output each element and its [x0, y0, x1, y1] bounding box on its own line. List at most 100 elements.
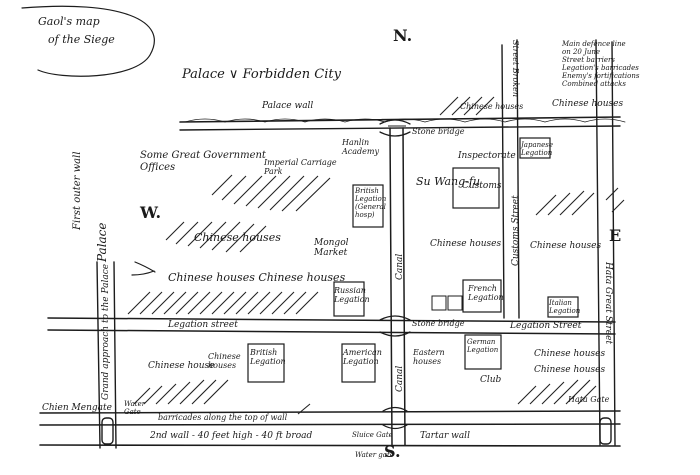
label-japanese-legation-top: Japanese Legation [521, 141, 554, 158]
grand-approach-line-1 [96, 261, 101, 449]
russian-legation-box [333, 281, 365, 317]
compass-south: S. [384, 442, 401, 461]
label-second-wall-note: 2nd wall - 40 feet high - 40 ft broad [150, 431, 313, 441]
hatch-east-mid [535, 190, 595, 216]
title-bubble [21, 5, 155, 77]
label-mongol-market: Mongol Market [314, 238, 349, 259]
label-american-legation: American Legation [343, 348, 382, 367]
stone-bridge-mid-shape [379, 315, 411, 337]
label-hanlin-academy: Hanlin Academy [342, 138, 379, 157]
italian-legation-box [547, 296, 579, 318]
east-street-line-1 [595, 39, 601, 446]
british-legation-box [352, 184, 384, 228]
east-street-line-2 [611, 41, 616, 446]
label-water-gate: Water Gate [124, 400, 146, 417]
hatch-row-legation [127, 291, 319, 315]
tartar-wall-line-3 [39, 444, 621, 447]
label-british-legation-2: British Legation [250, 348, 286, 367]
palace-wall-ticks [184, 118, 626, 123]
east-gate-block [599, 417, 612, 445]
legend: Main defence line on 20 June Street barr… [562, 40, 682, 88]
label-imperial-carriage-park: Imperial Carriage Park [264, 158, 337, 177]
map-title-line-2: of the Siege [48, 33, 115, 46]
hatch-south-left [133, 379, 229, 405]
label-russian-legation: Russian Legation [334, 286, 370, 305]
label-stone-bridge-mid: Stone bridge [412, 319, 465, 328]
compass-west: W. [140, 203, 162, 222]
label-eastern-houses: Eastern houses [413, 348, 445, 367]
canal-line-2 [402, 127, 406, 446]
label-chinese-houses-row: Chinese houses Chinese houses [168, 271, 346, 284]
label-grand-approach: Grand approach to the Palace [101, 263, 111, 400]
label-chien-mengate: Chien Mengate [42, 403, 112, 413]
label-palace-wall: Palace wall [262, 101, 314, 111]
water-gate-shape [382, 406, 408, 430]
label-barricades-bottom: barricades along the top of wall [158, 413, 288, 422]
west-gate-block [101, 417, 114, 445]
label-palace-left: Palace [95, 222, 109, 262]
label-chinese-houses-top-center: Chinese houses [460, 102, 524, 111]
hatching [127, 96, 625, 415]
french-legation-box [462, 279, 502, 313]
legend-line: Combined attacks [562, 80, 627, 89]
label-palace-forbidden-city: Palace ∨ Forbidden City [182, 67, 341, 82]
map-title-line-1: Gaol's map [38, 15, 100, 28]
small-box-2 [447, 295, 463, 311]
label-legation-street-right: Legation Street [510, 321, 582, 331]
label-legation-street-left: Legation street [168, 320, 238, 330]
label-chinese-houses-right: Chinese houses [530, 241, 602, 251]
label-chinese-houses-br2: Chinese houses [534, 365, 606, 375]
label-first-outer-wall: First outer wall [72, 151, 83, 230]
label-stone-bridge-top: Stone bridge [412, 127, 465, 136]
label-east-street: Street Broken [511, 40, 520, 97]
legend-line: Legation's barricades [562, 64, 639, 73]
stone-bridge-top-shape [379, 119, 411, 137]
legend-line: Main defence line [562, 40, 626, 48]
label-water-gate-bottom: Water gate [355, 451, 394, 459]
label-french-legation: French Legation [468, 284, 504, 303]
grand-approach-line-2 [113, 261, 117, 449]
label-canal-2: Canal [395, 365, 405, 392]
inspectorate-box [452, 167, 500, 209]
legation-street-line-1 [47, 317, 616, 323]
west-marks [131, 261, 156, 276]
label-tartar-wall: Tartar wall [420, 431, 470, 441]
label-chinese-houses-left: Chinese houses [194, 231, 281, 244]
legend-line: Enemy's fortifications [562, 72, 640, 81]
hatch-canal-left [297, 403, 311, 415]
label-inspectorate: Inspectorate [458, 151, 516, 161]
label-chinese-houses-br1: Chinese houses [534, 349, 606, 359]
label-chinese-houses-mid: Chinese houses [430, 239, 502, 249]
label-su-wang-fu: Su Wang-fu [416, 175, 481, 188]
compass-north: N. [393, 26, 413, 45]
label-chinese-house-2: Chinese houses [208, 352, 241, 371]
small-box-1 [431, 295, 447, 311]
legend-line: on 20 June [562, 48, 601, 57]
british-legation-2-box [247, 343, 285, 383]
label-chinese-houses-top-right: Chinese houses [552, 99, 624, 109]
label-british-legation-general: British Legation (General hosp) [355, 187, 387, 220]
hatch-south-right [517, 379, 597, 405]
compass-east: E [609, 226, 622, 245]
palace-wall-line-2 [179, 125, 621, 131]
german-legation-box [464, 334, 502, 370]
label-hata-gate: Hata Gate [568, 395, 610, 404]
label-canal-1: Canal [395, 253, 405, 280]
label-hata-great-street: Hata Great Street [603, 262, 613, 345]
hatch-chinese-houses-left [165, 221, 267, 253]
label-great-government-offices: Some Great Government Offices [140, 150, 266, 173]
legation-street-line-2 [47, 329, 616, 335]
hatch-east-top [439, 96, 495, 116]
label-sluice-gate: Sluice Gate [352, 431, 393, 439]
canal-line-1 [389, 127, 393, 446]
label-chinese-house-1: Chinese house [148, 361, 215, 371]
hatch-east-right [605, 187, 625, 213]
american-legation-box [341, 343, 376, 383]
label-german-legation: German Legation [467, 338, 499, 355]
legend-line: Street barriers [562, 56, 615, 65]
hatch-imperial-park [211, 174, 331, 212]
label-customs-street: Customs Street [511, 195, 521, 266]
label-club: Club [480, 375, 502, 385]
